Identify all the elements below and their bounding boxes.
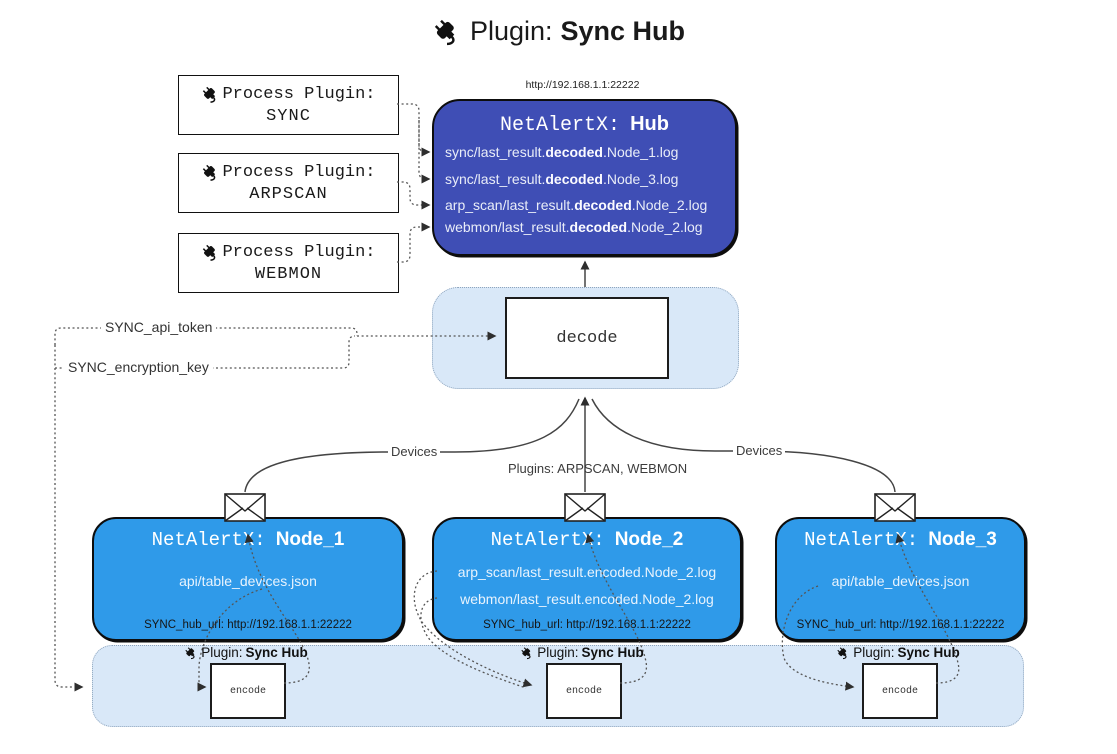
plug-icon	[520, 646, 534, 660]
process-plugin-box-arpscan: Process Plugin: ARPSCAN	[178, 153, 399, 213]
node-title-name: Node_3	[928, 529, 997, 550]
process-plugin-name: ARPSCAN	[249, 184, 328, 204]
decode-box: decode	[505, 297, 669, 379]
encode-plugin-name: Sync Hub	[897, 645, 960, 660]
node-box-node2: NetAlertX: Node_2 arp_scan/last_result.e…	[432, 517, 742, 641]
plug-icon	[184, 646, 198, 660]
process-plugin-name: WEBMON	[254, 264, 323, 284]
node-hub-url: SYNC_hub_url: http://192.168.1.1:22222	[483, 619, 691, 631]
node-title: NetAlertX: Node_2	[434, 529, 740, 551]
encode-box: encode	[546, 663, 622, 719]
node-title-name: Node_2	[614, 529, 684, 550]
wire-sync-to-log1	[397, 103, 431, 157]
node-file: arp_scan/last_result.encoded.Node_2.log	[457, 564, 717, 580]
node-title: NetAlertX: Node_1	[94, 529, 402, 551]
encode-plugin-label: Plugin: Sync Hub	[492, 645, 672, 660]
node-box-node1: NetAlertX: Node_1 api/table_devices.json…	[92, 517, 404, 641]
wire-sync-to-log2	[418, 120, 431, 184]
hub-box: NetAlertX: Hub sync/last_result.decoded.…	[432, 99, 737, 256]
process-plugin-box-webmon: Process Plugin: WEBMON	[178, 233, 399, 293]
encode-plugin-prefix: Plugin:	[201, 645, 243, 660]
plug-icon	[836, 646, 850, 660]
process-plugin-box-sync: Process Plugin: SYNC	[178, 75, 399, 135]
encode-box: encode	[862, 663, 938, 719]
node-file: api/table_devices.json	[831, 573, 970, 589]
wire-encryptionkey-to-encoders	[54, 345, 84, 692]
node-file: webmon/last_result.encoded.Node_2.log	[460, 591, 714, 607]
edge-label-plugins: Plugins: ARPSCAN, WEBMON	[508, 461, 688, 476]
title-prefix: Plugin:	[469, 16, 553, 46]
edge-label-devices-left: Devices	[388, 444, 441, 459]
encode-plugin-name: Sync Hub	[245, 645, 308, 660]
encode-plugin-name: Sync Hub	[581, 645, 644, 660]
page-title: Plugin: Sync Hub	[0, 16, 1117, 47]
hub-log-line: sync/last_result.decoded.Node_3.log	[445, 171, 679, 187]
encode-plugin-prefix: Plugin:	[853, 645, 895, 660]
setting-sync-encryption-key: SYNC_encryption_key	[64, 359, 213, 375]
node-file: api/table_devices.json	[179, 573, 317, 589]
hub-log-line: webmon/last_result.decoded.Node_2.log	[445, 219, 703, 235]
node-title-prefix: NetAlertX:	[151, 529, 266, 551]
plug-icon	[201, 85, 220, 104]
encode-plugin-label: Plugin: Sync Hub	[156, 645, 336, 660]
hub-url: http://192.168.1.1:22222	[525, 79, 640, 91]
node-title: NetAlertX: Node_3	[777, 529, 1024, 551]
process-plugin-label: Process Plugin:	[222, 242, 376, 262]
plug-icon	[201, 163, 220, 182]
node-hub-url: SYNC_hub_url: http://192.168.1.1:22222	[144, 619, 352, 631]
title-name: Sync Hub	[560, 16, 686, 46]
hub-title-prefix: NetAlertX:	[500, 114, 621, 137]
encode-box: encode	[210, 663, 286, 719]
encode-plugin-prefix: Plugin:	[537, 645, 579, 660]
edge-label-devices-right: Devices	[733, 443, 786, 458]
wire-arpscan-to-log3	[397, 181, 431, 210]
process-plugin-label: Process Plugin:	[222, 162, 376, 182]
encode-plugin-label: Plugin: Sync Hub	[808, 645, 988, 660]
node-title-prefix: NetAlertX:	[490, 529, 605, 551]
setting-sync-api-token: SYNC_api_token	[101, 319, 217, 335]
node-hub-url: SYNC_hub_url: http://192.168.1.1:22222	[796, 619, 1005, 631]
plug-icon	[201, 243, 220, 262]
process-plugin-name: SYNC	[266, 106, 311, 126]
plug-icon	[432, 17, 462, 47]
hub-log-line: sync/last_result.decoded.Node_1.log	[445, 144, 679, 160]
hub-title: NetAlertX: Hub	[434, 113, 735, 137]
hub-log-line: arp_scan/last_result.decoded.Node_2.log	[445, 197, 708, 213]
node-title-name: Node_1	[275, 529, 345, 550]
node-box-node3: NetAlertX: Node_3 api/table_devices.json…	[775, 517, 1026, 641]
node-title-prefix: NetAlertX:	[804, 529, 919, 551]
wire-webmon-to-log4	[397, 222, 431, 263]
hub-title-name: Hub	[630, 113, 669, 135]
process-plugin-label: Process Plugin:	[222, 84, 376, 104]
